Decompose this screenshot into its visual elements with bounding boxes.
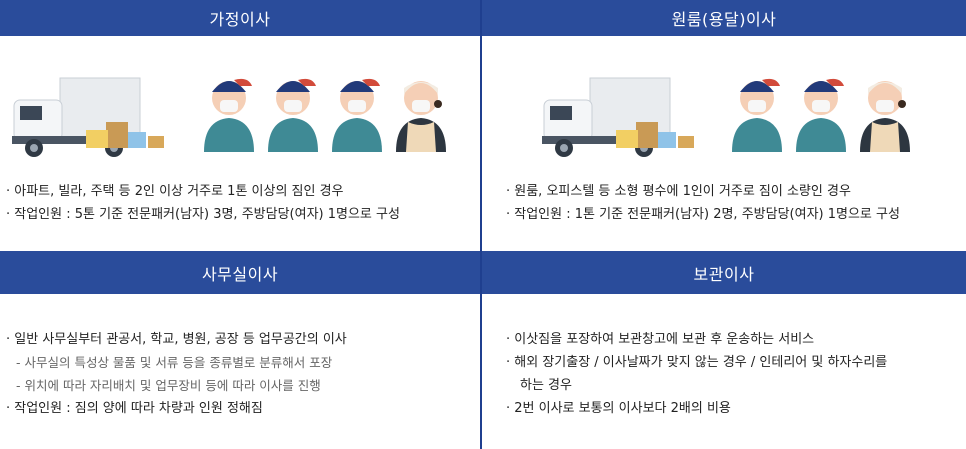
- panel-description: · 원룸, 오피스텔 등 소형 평수에 1인이 거주로 짐이 소량인 경우 · …: [482, 180, 966, 226]
- illustration: [482, 36, 966, 157]
- mover-man-icon: [268, 78, 318, 152]
- column-divider: [480, 0, 482, 449]
- workers-group: [200, 62, 450, 152]
- panel-description: · 이삿짐을 포장하여 보관창고에 보관 후 운송하는 서비스 · 해외 장기출…: [482, 328, 966, 420]
- description-line: · 해외 장기출장 / 이사날짜가 맞지 않는 경우 / 인테리어 및 하자수리…: [506, 355, 888, 370]
- mover-woman-icon: [396, 81, 446, 152]
- panel-title: 사무실이사: [0, 251, 480, 294]
- description-line: · 작업인원 : 짐의 양에 따라 차량과 인원 정해짐: [6, 401, 263, 416]
- mover-man-icon: [732, 78, 782, 152]
- workers-group: [728, 62, 914, 152]
- illustration: [0, 36, 480, 157]
- panel-description: · 일반 사무실부터 관공서, 학교, 병원, 공장 등 업무공간의 이사 - …: [0, 328, 480, 420]
- description-line: · 일반 사무실부터 관공서, 학교, 병원, 공장 등 업무공간의 이사: [6, 332, 347, 347]
- description-line: · 원룸, 오피스텔 등 소형 평수에 1인이 거주로 짐이 소량인 경우: [506, 184, 851, 199]
- panel-description: · 아파트, 빌라, 주택 등 2인 이상 거주로 1톤 이상의 짐인 경우 ·…: [0, 180, 480, 226]
- truck-icon: [542, 77, 694, 157]
- description-subline: - 위치에 따라 자리배치 및 업무장비 등에 따라 이사를 진행: [16, 378, 321, 393]
- description-subline: - 사무실의 특성상 물품 및 서류 등을 종류별로 분류해서 포장: [16, 355, 333, 370]
- panel-storage-moving: 보관이사 · 이삿짐을 포장하여 보관창고에 보관 후 운송하는 서비스 · 해…: [482, 251, 966, 449]
- description-line: · 이삿짐을 포장하여 보관창고에 보관 후 운송하는 서비스: [506, 332, 815, 347]
- mover-man-icon: [332, 78, 382, 152]
- description-line: · 아파트, 빌라, 주택 등 2인 이상 거주로 1톤 이상의 짐인 경우: [6, 184, 344, 199]
- truck-icon: [12, 77, 164, 157]
- mover-man-icon: [796, 78, 846, 152]
- panel-office-moving: 사무실이사 · 일반 사무실부터 관공서, 학교, 병원, 공장 등 업무공간의…: [0, 251, 480, 449]
- mover-man-icon: [204, 78, 254, 152]
- mover-woman-icon: [860, 81, 910, 152]
- panel-title: 원룸(용달)이사: [482, 0, 966, 36]
- description-line-continued: 하는 경우: [520, 378, 572, 393]
- panel-title: 가정이사: [0, 0, 480, 36]
- panel-oneroom-moving: 원룸(용달)이사: [482, 0, 966, 250]
- description-line: · 2번 이사로 보통의 이사보다 2배의 비용: [506, 401, 731, 416]
- description-line: · 작업인원 : 1톤 기준 전문패커(남자) 2명, 주방담당(여자) 1명으…: [506, 207, 900, 222]
- description-line: · 작업인원 : 5톤 기준 전문패커(남자) 3명, 주방담당(여자) 1명으…: [6, 207, 400, 222]
- panel-title: 보관이사: [482, 251, 966, 294]
- panel-home-moving: 가정이사: [0, 0, 480, 250]
